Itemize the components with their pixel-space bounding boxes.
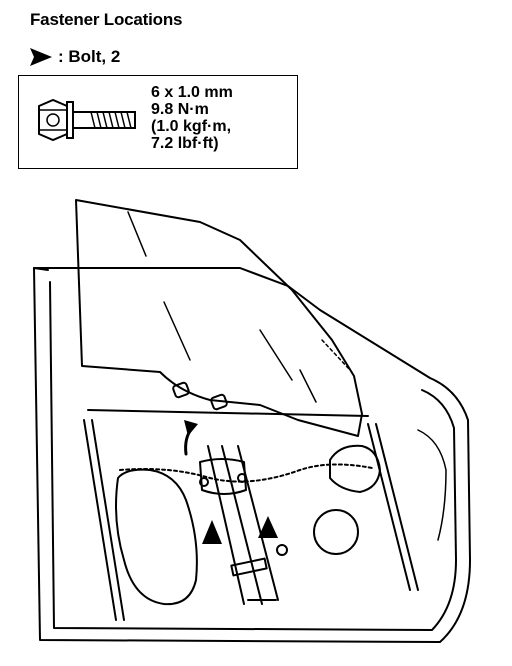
door-diagram — [33, 199, 471, 643]
bolt-spec-text: 6 x 1.0 mm 9.8 N·m (1.0 kgf·m, 7.2 lbf·f… — [151, 84, 233, 152]
spec-torque-kgf: (1.0 kgf·m, — [151, 118, 232, 135]
bolt-spec-box: 6 x 1.0 mm 9.8 N·m (1.0 kgf·m, 7.2 lbf·f… — [18, 75, 298, 169]
small-hole — [276, 544, 288, 556]
rear-run-channel — [367, 423, 419, 591]
bolt-icon — [38, 98, 136, 142]
bolt-arrow-right — [258, 516, 278, 538]
window-glass — [75, 199, 363, 437]
page-title: Fastener Locations — [30, 10, 183, 29]
inner-cutout-left — [115, 468, 198, 606]
window-regulator — [199, 445, 279, 605]
front-run-channel — [83, 419, 125, 621]
glass-clip-left — [172, 381, 190, 399]
glass-clip-right — [210, 393, 228, 411]
service-hole — [313, 509, 359, 555]
door-panel — [33, 267, 471, 643]
bolt-arrow-icon — [30, 48, 52, 66]
spec-size: 6 x 1.0 mm — [151, 84, 233, 101]
lift-direction-arrow — [184, 420, 198, 456]
legend-label: : Bolt, 2 — [58, 47, 121, 66]
inner-cutout-right — [329, 444, 381, 493]
fastener-legend: : Bolt, 2 — [28, 46, 120, 68]
spec-torque-lbf: 7.2 lbf·ft) — [151, 135, 219, 152]
spec-torque-nm: 9.8 N·m — [151, 101, 209, 118]
bolt-arrow-left — [202, 520, 222, 544]
